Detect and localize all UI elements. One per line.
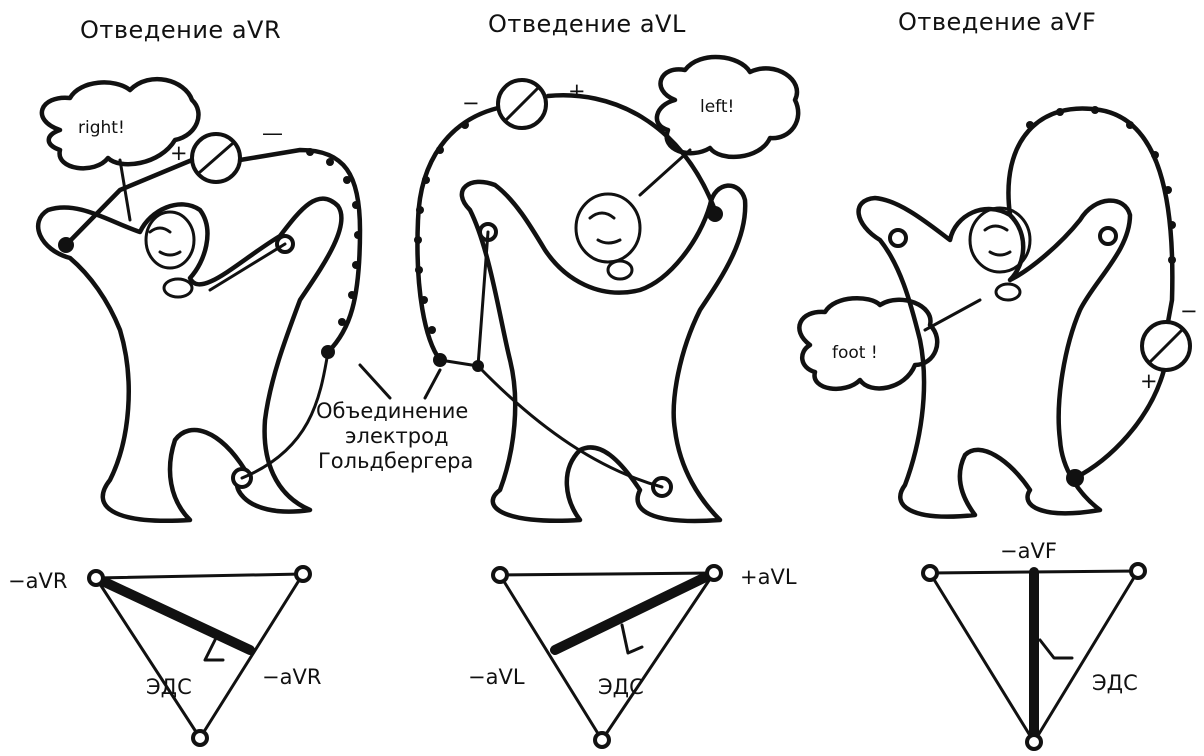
panel-avf: Отведение aVF foot ! + − xyxy=(799,8,1197,749)
panel-title: Отведение aVR xyxy=(80,16,281,44)
vertex-right-arm xyxy=(493,568,507,582)
einthoven-triangle: −aVR −aVR ЭДС xyxy=(8,567,321,745)
figure-face xyxy=(985,226,1010,255)
caption-line-1: Объединение xyxy=(316,399,468,423)
meter-plus: + xyxy=(568,79,586,103)
left-connections xyxy=(210,244,328,478)
emf-label: ЭДС xyxy=(598,675,644,699)
panel-avr: Отведение aVR right! + — xyxy=(8,16,362,745)
caption-pointers xyxy=(360,365,440,398)
vertex-left-arm xyxy=(296,567,310,581)
meter-plus: + xyxy=(1140,369,1158,393)
electrode-right-arm xyxy=(58,237,74,253)
triangle-outline xyxy=(500,573,714,740)
lead-vector xyxy=(555,573,714,650)
vertex-foot xyxy=(595,733,609,747)
meter-plus: + xyxy=(170,141,188,165)
panel-avl: Отведение aVL left! + − xyxy=(316,10,798,747)
figure-body xyxy=(462,182,745,521)
triangle-label-b: −aVR xyxy=(262,665,321,689)
triangle-outline xyxy=(96,574,303,738)
vertex-left-arm xyxy=(1131,564,1145,578)
caption-line-3: Гольдбергера xyxy=(318,449,473,473)
emf-label: ЭДС xyxy=(146,675,192,699)
speech-pointer xyxy=(640,150,690,195)
speech-text: foot ! xyxy=(832,343,878,363)
figure-face xyxy=(590,213,620,243)
triangle-label-a: −aVF xyxy=(1000,539,1057,563)
vertex-right-arm xyxy=(923,566,937,580)
figure-mouth xyxy=(164,279,192,297)
figure-head xyxy=(146,212,194,268)
figure-face xyxy=(150,228,180,255)
electrode-right-arm xyxy=(890,230,906,246)
electrode-left-arm xyxy=(1100,228,1116,244)
electrode-foot xyxy=(1066,469,1084,487)
einthoven-triangle: −aVF ЭДС xyxy=(923,539,1145,749)
figure-body xyxy=(38,199,341,521)
caption-line-2: электрод xyxy=(345,424,448,448)
vector-arrow-icon xyxy=(622,625,642,653)
meter-minus: — xyxy=(262,121,283,145)
figure-mouth xyxy=(996,284,1020,300)
emf-label: ЭДС xyxy=(1092,671,1138,695)
panel-title: Отведение aVF xyxy=(898,8,1096,36)
einthoven-triangle: +aVL −aVL ЭДС xyxy=(468,565,797,747)
vertex-left-arm xyxy=(707,566,721,580)
speech-text: right! xyxy=(78,118,125,138)
vector-arrow-icon xyxy=(1040,640,1072,658)
vertex-foot xyxy=(1027,735,1041,749)
wire-tick-marks xyxy=(414,121,469,334)
panel-title: Отведение aVL xyxy=(488,10,686,38)
triangle-label-b: −aVL xyxy=(468,665,525,689)
vector-arrow-icon xyxy=(205,640,223,660)
figure-head xyxy=(576,194,640,262)
triangle-label-a: −aVR xyxy=(8,569,67,593)
triangle-label-a: +aVL xyxy=(740,565,797,589)
figure-mouth xyxy=(608,261,632,279)
meter-minus: − xyxy=(1180,299,1198,323)
lead-wire xyxy=(417,95,715,360)
speech-text: left! xyxy=(700,97,734,117)
vertex-right-arm xyxy=(89,571,103,585)
vertex-foot xyxy=(193,731,207,745)
meter-minus: − xyxy=(462,91,480,115)
speech-pointer xyxy=(925,300,980,330)
electrode-left-arm xyxy=(707,206,723,222)
